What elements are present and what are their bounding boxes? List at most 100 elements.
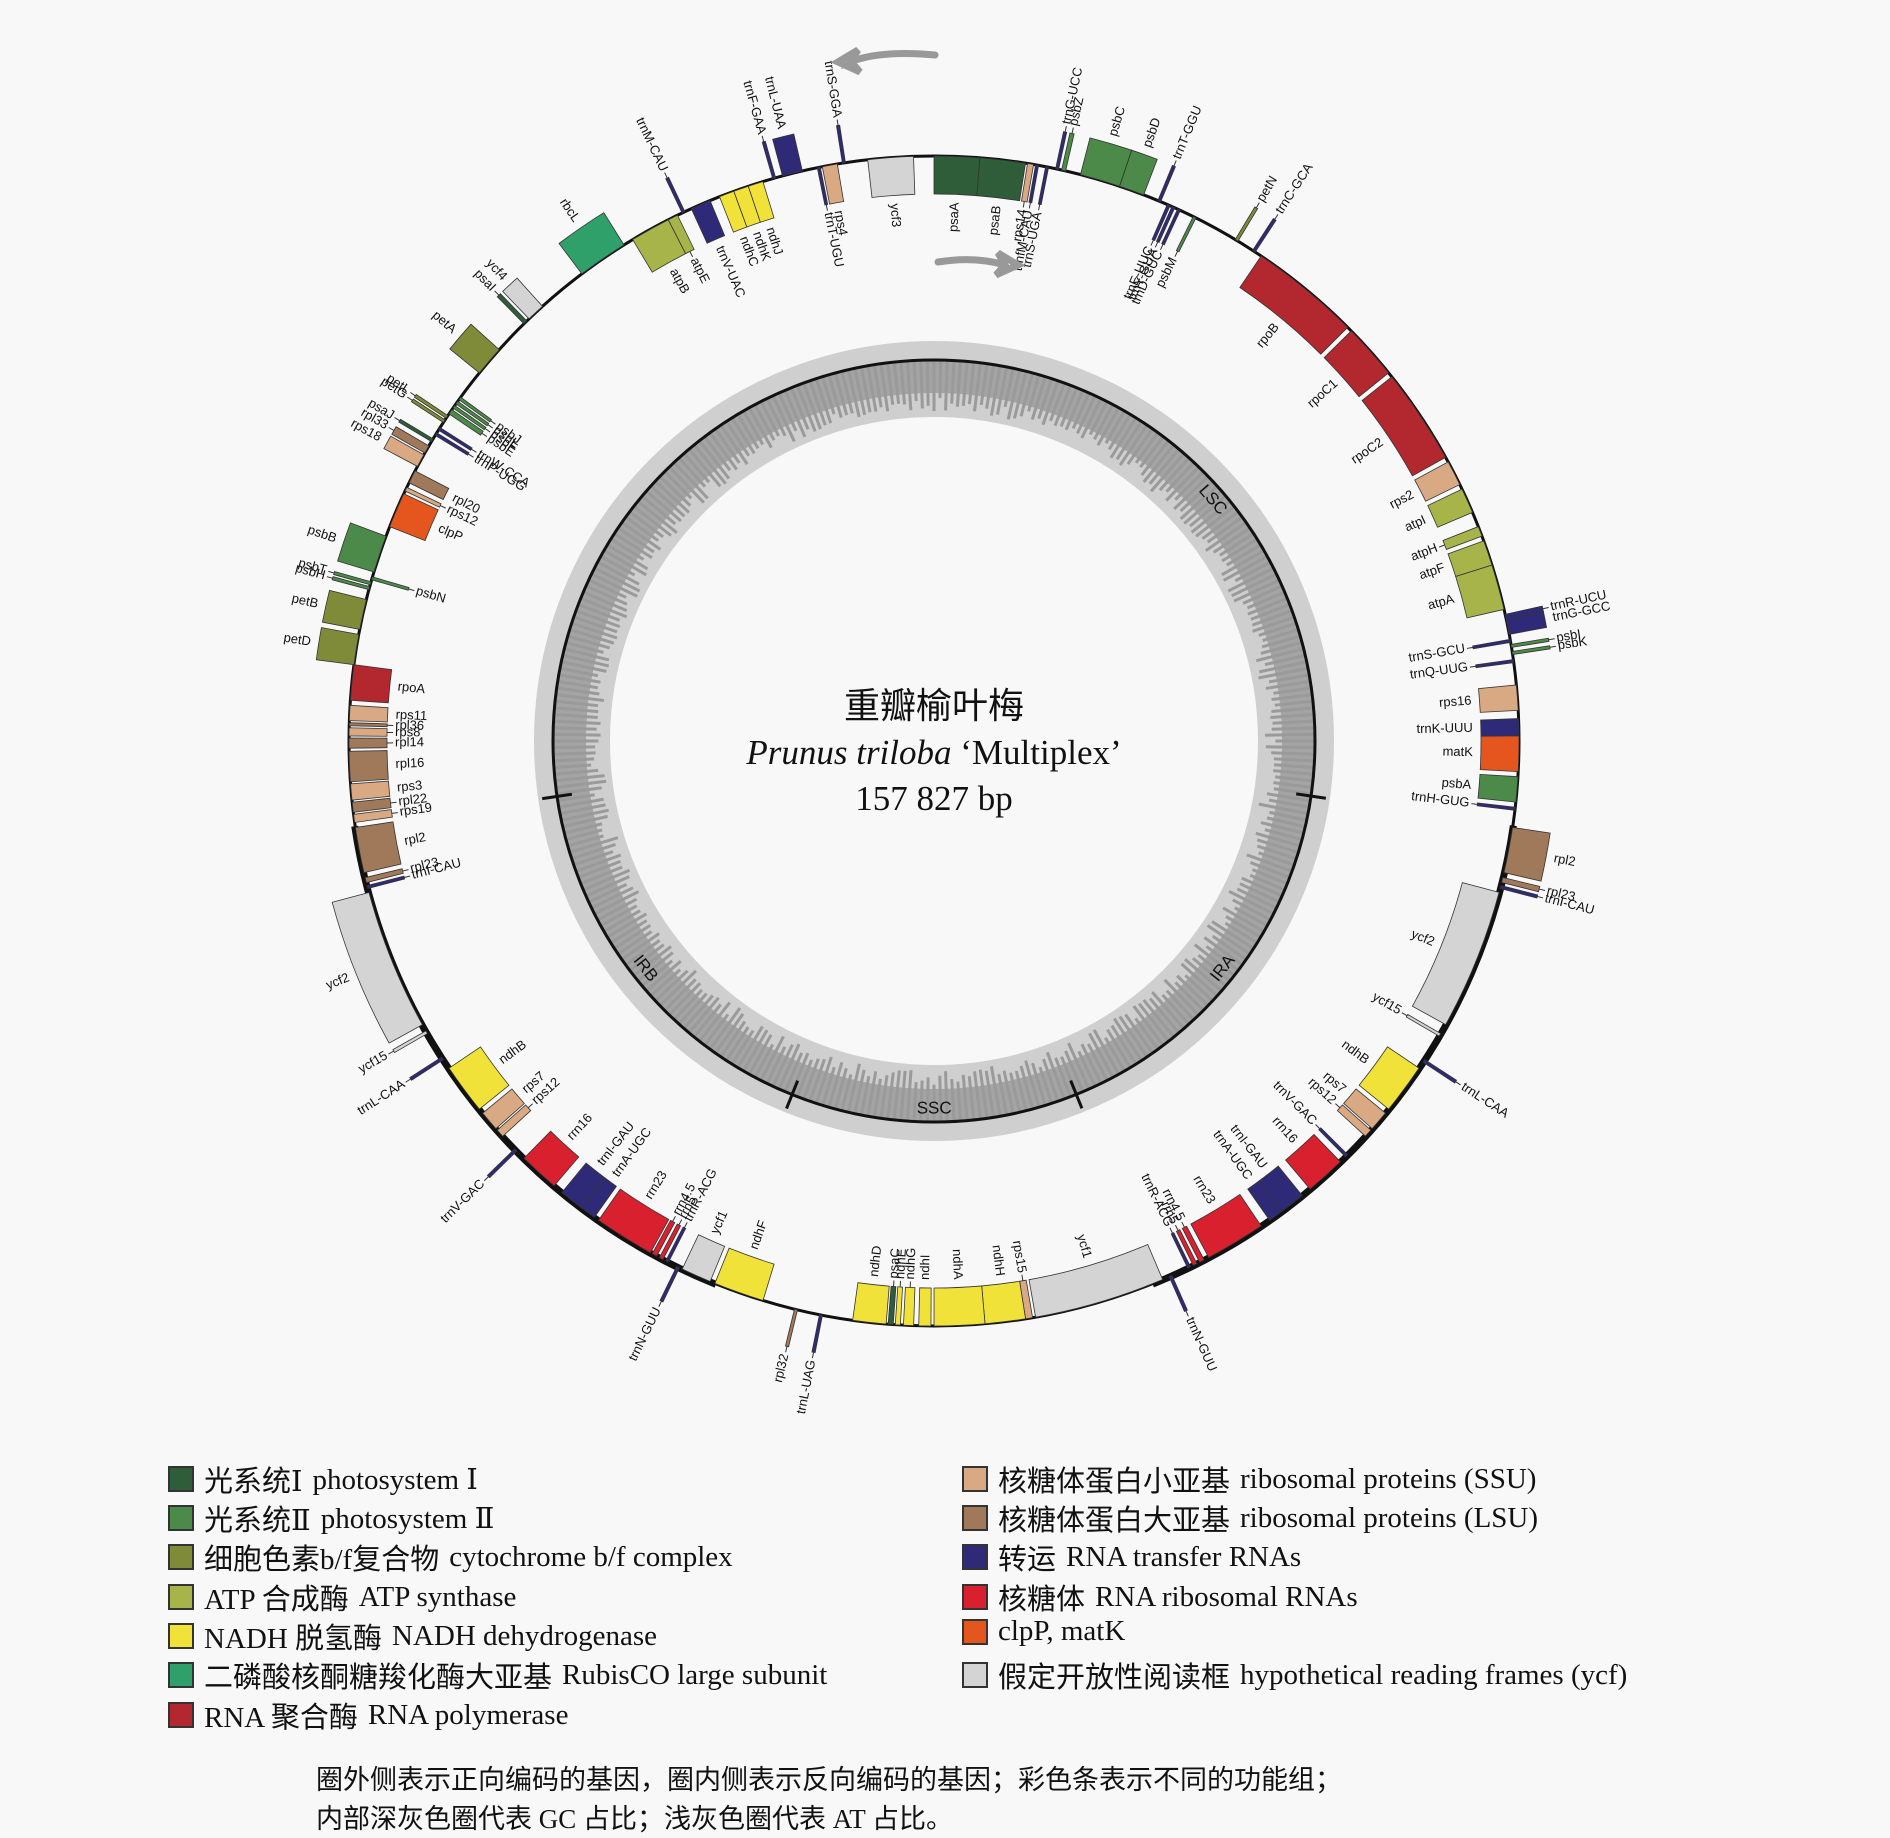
gene-block[interactable] [772, 133, 803, 177]
gene-rps8[interactable]: rps8 [348, 724, 420, 739]
gene-block[interactable] [366, 875, 406, 890]
gene-ycf3[interactable]: ycf3 [867, 155, 916, 228]
gene-block[interactable] [852, 1282, 890, 1325]
gene-block[interactable] [1234, 206, 1259, 242]
gene-ndhH[interactable]: ndhH [981, 1244, 1027, 1325]
gene-psbK[interactable]: psbK [1511, 633, 1588, 655]
gene-psbZ[interactable]: psbZ [1061, 96, 1087, 172]
gene-block[interactable] [353, 809, 393, 823]
gene-block[interactable] [502, 277, 544, 320]
gene-rps19[interactable]: rps19 [353, 800, 433, 823]
gene-block[interactable] [1175, 1229, 1198, 1266]
gene-trnL-UAG[interactable]: trnL-UAG [793, 1314, 823, 1416]
gene-block[interactable] [410, 398, 446, 423]
gene-block[interactable] [981, 1280, 1027, 1325]
gene-ndhA[interactable]: ndhA [933, 1249, 986, 1327]
gene-psaA[interactable]: psaA [933, 155, 981, 232]
gene-block[interactable] [1477, 773, 1519, 803]
gene-block[interactable] [408, 470, 450, 501]
gene-rpl16[interactable]: rpl16 [348, 750, 425, 783]
gene-block[interactable] [1501, 877, 1541, 893]
gene-block[interactable] [665, 176, 686, 214]
gene-rps15[interactable]: rps15 [1010, 1239, 1034, 1320]
gene-block[interactable] [1343, 1088, 1386, 1130]
gene-block[interactable] [1170, 1232, 1192, 1269]
gene-ndhE[interactable]: ndhE [892, 1248, 909, 1326]
gene-block[interactable] [1157, 164, 1176, 203]
gene-rpl22[interactable]: rpl22 [351, 790, 428, 813]
gene-block[interactable] [383, 435, 425, 467]
gene-block[interactable] [331, 576, 371, 591]
gene-trnV-GAC[interactable]: trnV-GAC [437, 1148, 518, 1226]
gene-block[interactable] [894, 1286, 903, 1326]
gene-block[interactable] [1405, 1013, 1442, 1037]
gene-block[interactable] [933, 1285, 986, 1327]
gene-block[interactable] [681, 1234, 726, 1283]
gene-block[interactable] [348, 737, 388, 749]
gene-psbN[interactable]: psbN [371, 576, 448, 606]
gene-block[interactable] [558, 212, 625, 275]
gene-block[interactable] [404, 486, 442, 508]
gene-block[interactable] [1414, 461, 1461, 502]
gene-matK[interactable]: matK [1442, 735, 1520, 773]
gene-psaB[interactable]: psaB [976, 157, 1026, 236]
gene-rpl23[interactable]: rpl23 [364, 854, 440, 884]
gene-block[interactable] [651, 1219, 676, 1257]
gene-block[interactable] [348, 750, 389, 783]
gene-block[interactable] [1476, 802, 1516, 811]
gene-block[interactable] [659, 1265, 681, 1303]
gene-rpl2[interactable]: rpl2 [1503, 826, 1577, 882]
gene-ndhI[interactable]: ndhI [917, 1254, 932, 1327]
gene-trnN-GUU[interactable]: trnN-GUU [1168, 1274, 1220, 1374]
gene-block[interactable] [1503, 826, 1551, 882]
gene-block[interactable] [1427, 488, 1474, 528]
gene-block[interactable] [321, 589, 367, 630]
gene-trnM-CAU[interactable]: trnM-CAU [633, 115, 686, 214]
gene-block[interactable] [867, 155, 916, 198]
gene-psbI[interactable]: psbI [1510, 626, 1582, 648]
gene-block[interactable] [1511, 645, 1551, 655]
gene-block[interactable] [458, 396, 492, 423]
gene-ycf2[interactable]: ycf2 [324, 891, 423, 1044]
gene-block[interactable] [331, 891, 423, 1044]
gene-rps16[interactable]: rps16 [1438, 684, 1519, 713]
gene-block[interactable] [1161, 208, 1181, 246]
gene-block[interactable] [561, 1162, 606, 1209]
gene-block[interactable] [1499, 884, 1539, 899]
gene-block[interactable] [1475, 659, 1515, 669]
gene-block[interactable] [398, 418, 434, 443]
gene-block[interactable] [821, 163, 845, 205]
gene-rpl2[interactable]: rpl2 [354, 821, 427, 874]
gene-trnH-GUG[interactable]: trnH-GUG [1411, 788, 1516, 811]
gene-block[interactable] [1155, 206, 1176, 243]
gene-trnC-GCA[interactable]: trnC-GCA [1252, 160, 1316, 253]
gene-block[interactable] [667, 214, 695, 255]
gene-rrn23[interactable]: rrn23 [1190, 1173, 1262, 1259]
gene-block[interactable] [976, 157, 1026, 202]
gene-block[interactable] [1472, 638, 1512, 650]
gene-block[interactable] [1190, 1193, 1262, 1259]
gene-block[interactable] [1020, 163, 1035, 203]
gene-block[interactable] [523, 1130, 580, 1187]
gene-rps4[interactable]: rps4 [821, 163, 851, 237]
gene-block[interactable] [1318, 1127, 1349, 1158]
gene-psbA[interactable]: psbA [1441, 773, 1519, 803]
gene-block[interactable] [337, 522, 387, 573]
gene-block[interactable] [448, 1046, 510, 1110]
gene-block[interactable] [1252, 217, 1277, 253]
gene-block[interactable] [784, 1308, 798, 1348]
gene-rps3[interactable]: rps3 [350, 777, 423, 801]
gene-rbcL[interactable]: rbcL [557, 195, 625, 275]
gene-block[interactable] [903, 1286, 916, 1327]
gene-block[interactable] [887, 1285, 897, 1326]
gene-block[interactable] [1455, 564, 1505, 619]
gene-block[interactable] [714, 1247, 775, 1301]
gene-block[interactable] [348, 727, 388, 737]
gene-block[interactable] [1055, 131, 1068, 170]
gene-block[interactable] [761, 140, 777, 180]
gene-trnS-GGA[interactable]: trnS-GGA [822, 60, 846, 164]
gene-block[interactable] [413, 393, 449, 419]
gene-block[interactable] [348, 722, 388, 728]
gene-block[interactable] [496, 1104, 532, 1137]
gene-rpl14[interactable]: rpl14 [348, 734, 424, 749]
